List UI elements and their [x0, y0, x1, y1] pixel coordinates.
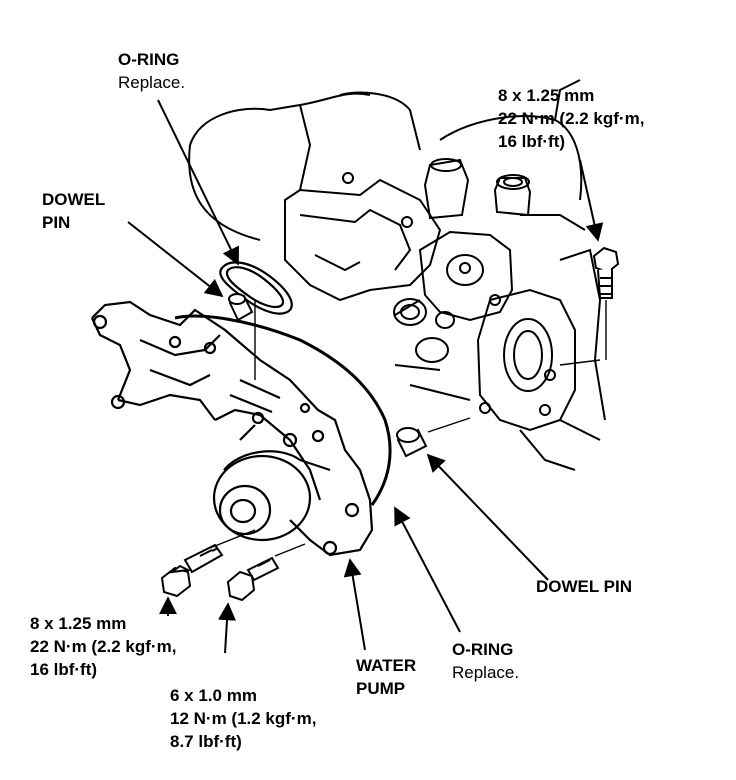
bolt-bottom-left-torque1: 22 N·m (2.2 kgf·m,	[30, 637, 177, 656]
o-ring-small	[219, 261, 293, 315]
water-pump-line2: PUMP	[356, 679, 406, 698]
leader-lines	[127, 99, 607, 654]
o-ring-top-name: O-RING	[118, 50, 180, 69]
water-pump-label: WATER PUMP	[356, 654, 416, 700]
water-pump	[91, 300, 374, 557]
bolt-lower-mid	[226, 556, 280, 602]
dowel-pin-lower	[396, 427, 428, 458]
bolt-bottom-mid-size: 6 x 1.0 mm	[170, 686, 257, 705]
water-pump-line1: WATER	[356, 656, 417, 675]
bolt-top-right-torque2: 16 lbf·ft)	[498, 132, 566, 151]
o-ring-bottom-name: O-RING	[452, 640, 514, 659]
dowel-pin-top-label: DOWEL PIN	[42, 188, 105, 234]
dowel-pin-right-label: DOWEL PIN	[536, 575, 632, 598]
engine-block	[188, 79, 606, 471]
bolt-bottom-mid-torque1: 12 N·m (1.2 kgf·m,	[170, 709, 317, 728]
dowel-pin-top-line1: DOWEL	[42, 190, 106, 209]
bolt-bottom-left-torque2: 16 lbf·ft)	[30, 660, 98, 679]
bolt-top-right-torque1: 22 N·m (2.2 kgf·m,	[498, 109, 645, 128]
bolt-lower-left	[160, 543, 224, 598]
o-ring-top-label: O-RING Replace.	[118, 48, 185, 94]
dowel-pin-top-line2: PIN	[42, 213, 71, 232]
bolt-upper-right	[592, 246, 620, 299]
bolt-top-right-size: 8 x 1.25 mm	[498, 86, 595, 105]
bolt-bottom-mid-spec: 6 x 1.0 mm 12 N·m (1.2 kgf·m, 8.7 lbf·ft…	[170, 684, 316, 753]
dowel-pin-upper	[228, 293, 254, 322]
o-ring-bottom-note: Replace.	[452, 663, 520, 682]
bolt-top-right-spec: 8 x 1.25 mm 22 N·m (2.2 kgf·m, 16 lbf·ft…	[498, 84, 644, 153]
bolt-bottom-left-spec: 8 x 1.25 mm 22 N·m (2.2 kgf·m, 16 lbf·ft…	[30, 612, 176, 681]
o-ring-top-note: Replace.	[118, 73, 186, 92]
o-ring-bottom-label: O-RING Replace.	[452, 638, 519, 684]
bolt-bottom-left-size: 8 x 1.25 mm	[30, 614, 127, 633]
bolt-bottom-mid-torque2: 8.7 lbf·ft)	[170, 732, 242, 751]
dowel-pin-right-name: DOWEL PIN	[536, 577, 633, 596]
o-ring-large	[174, 314, 392, 506]
